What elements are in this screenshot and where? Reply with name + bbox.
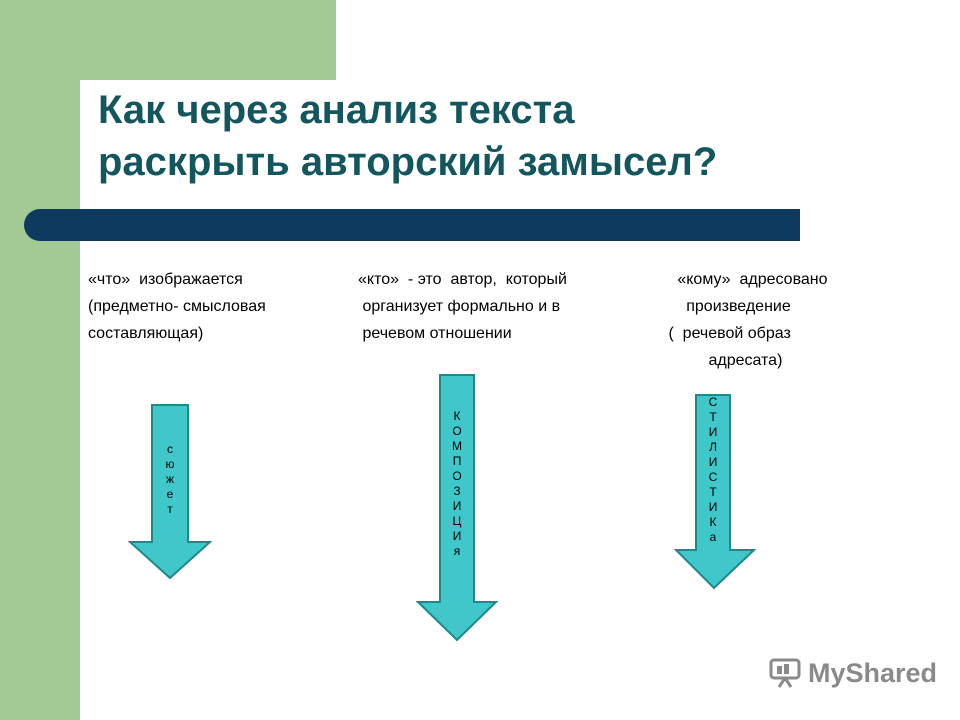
green-top-block	[0, 0, 336, 80]
arrow-stylistics-shape	[674, 394, 756, 590]
column-who: «кто» - это автор, который организует фо…	[358, 266, 567, 347]
column-who-line-1: «кто» - это автор, который	[358, 271, 567, 288]
column-what-line-2: (предметно- смысловая	[88, 298, 266, 315]
column-whom-line-4: адресата)	[664, 352, 783, 369]
column-whom-line-2: произведение	[664, 298, 791, 315]
watermark-logo: MyShared	[768, 655, 937, 691]
column-what-line-3: составляющая)	[88, 325, 204, 342]
arrow-composition-shape	[416, 374, 498, 642]
logo-text: MyShared	[808, 657, 938, 688]
green-side-band	[0, 0, 80, 720]
column-who-line-2: организует формально и в	[358, 298, 561, 315]
arrow-plot-label: с ю ж е т	[165, 442, 175, 516]
slide-title: Как через анализ текста раскрыть авторск…	[98, 88, 718, 184]
column-whom: «кому» адресовано произведение ( речевой…	[664, 266, 828, 374]
column-who-line-3: речевом отношении	[358, 325, 512, 342]
arrow-stylistics	[674, 394, 756, 590]
column-what-line-1: «что» изображается	[88, 271, 243, 288]
arrow-plot-shape	[128, 404, 212, 580]
presentation-icon	[769, 658, 801, 688]
column-whom-line-1: «кому» адресовано	[664, 271, 828, 288]
column-what: «что» изображается (предметно- смысловая…	[88, 266, 266, 347]
arrow-composition-label: К О М П О З И Ц И я	[452, 409, 462, 558]
arrow-composition	[416, 374, 498, 642]
arrow-plot	[128, 404, 212, 580]
arrow-stylistics-label: С Т И Л И С Т И К а	[708, 395, 718, 544]
column-whom-line-3: ( речевой образ	[664, 325, 791, 342]
title-underline-bar	[24, 209, 800, 241]
slide-panel	[80, 80, 960, 720]
